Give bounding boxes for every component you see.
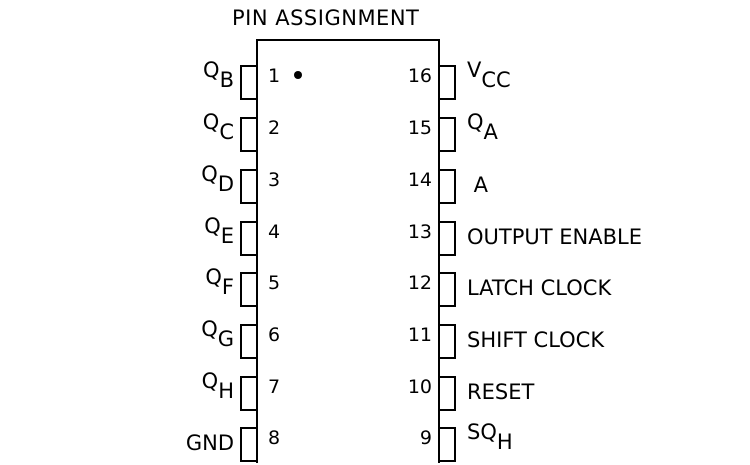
left-pin-name-5: Q: [201, 317, 218, 341]
right-pin-name-0: V: [467, 58, 482, 82]
left-pin-lead-7: [240, 427, 257, 462]
left-pin-lead-3: [240, 221, 257, 256]
left-pin-lead-0: [240, 65, 257, 100]
right-pin-name-4: LATCH CLOCK: [467, 276, 612, 300]
right-pin-number-1: 15: [407, 117, 432, 139]
left-pin-lead-4: [240, 272, 257, 307]
right-pin-number-4: 12: [407, 272, 432, 294]
chip-body: [256, 39, 440, 463]
left-pin-subscript-0: B: [219, 68, 234, 92]
right-pin-number-2: 14: [407, 169, 432, 191]
right-pin-name-6: RESET: [467, 380, 535, 404]
left-pin-name-4: Q: [205, 265, 222, 289]
right-pin-lead-2: [439, 169, 456, 204]
left-pin-number-7: 8: [268, 427, 281, 449]
left-pin-label-7: GND: [186, 433, 234, 454]
right-pin-name-1: Q: [467, 110, 484, 134]
right-pin-name-2: A: [467, 173, 489, 197]
left-pin-lead-1: [240, 117, 257, 152]
left-pin-number-0: 1: [268, 65, 281, 87]
left-pin-number-4: 5: [268, 272, 281, 294]
left-pin-subscript-5: G: [217, 327, 234, 351]
right-pin-name-7: SQ: [467, 420, 497, 444]
left-pin-subscript-2: D: [217, 172, 234, 196]
right-pin-number-7: 9: [419, 427, 432, 449]
right-pin-lead-6: [439, 376, 456, 411]
left-pin-number-2: 3: [268, 169, 281, 191]
left-pin-name-2: Q: [201, 162, 218, 186]
right-pin-lead-1: [439, 117, 456, 152]
left-pin-name-0: Q: [203, 58, 220, 82]
left-pin-label-4: QF: [205, 265, 234, 298]
left-pin-name-7: GND: [185, 431, 234, 455]
right-pin-name-3: OUTPUT ENABLE: [467, 225, 642, 249]
right-pin-lead-4: [439, 272, 456, 307]
left-pin-lead-6: [240, 376, 257, 411]
right-pin-number-0: 16: [407, 65, 432, 87]
left-pin-label-1: QC: [202, 110, 234, 143]
left-pin-number-3: 4: [268, 221, 281, 243]
pin1-marker-dot: [294, 71, 302, 79]
left-pin-subscript-6: H: [218, 379, 234, 403]
right-pin-label-5: SHIFT CLOCK: [467, 330, 604, 351]
left-pin-name-1: Q: [202, 110, 220, 134]
pin-leads: [240, 65, 456, 462]
right-pin-name-5: SHIFT CLOCK: [467, 328, 605, 352]
right-pin-number-5: 11: [407, 324, 432, 346]
right-pin-label-7: SQH: [467, 420, 513, 453]
right-pin-label-4: LATCH CLOCK: [467, 278, 611, 299]
left-pin-subscript-4: F: [221, 275, 234, 299]
left-pin-lead-2: [240, 169, 257, 204]
right-pin-label-2: A: [467, 175, 488, 196]
right-pin-label-0: VCC: [467, 58, 511, 91]
right-pin-label-3: OUTPUT ENABLE: [467, 227, 642, 248]
right-pin-subscript-7: H: [496, 430, 513, 454]
left-pin-subscript-1: C: [219, 120, 234, 144]
left-pin-number-5: 6: [268, 324, 281, 346]
left-pin-name-3: Q: [204, 214, 221, 238]
left-pin-number-1: 2: [268, 117, 281, 139]
right-pin-lead-0: [439, 65, 456, 100]
right-pin-number-6: 10: [407, 376, 432, 398]
diagram-title: PIN ASSIGNMENT: [232, 6, 420, 30]
right-pin-subscript-0: CC: [481, 68, 511, 92]
left-pin-label-3: QE: [204, 214, 234, 247]
right-pin-lead-3: [439, 221, 456, 256]
right-pin-number-3: 13: [407, 221, 432, 243]
right-pin-lead-5: [439, 324, 456, 359]
right-pin-subscript-1: A: [483, 120, 498, 144]
left-pin-label-2: QD: [201, 162, 234, 195]
left-pin-subscript-3: E: [220, 224, 234, 248]
left-pin-label-6: QH: [201, 369, 234, 402]
right-pin-lead-7: [439, 427, 456, 462]
left-pin-lead-5: [240, 324, 257, 359]
left-pin-number-6: 7: [268, 376, 281, 398]
right-pin-label-1: QA: [467, 110, 498, 143]
right-pin-label-6: RESET: [467, 382, 534, 403]
left-pin-label-0: QB: [203, 58, 234, 91]
left-pin-name-6: Q: [201, 369, 219, 393]
left-pin-label-5: QG: [201, 317, 234, 350]
